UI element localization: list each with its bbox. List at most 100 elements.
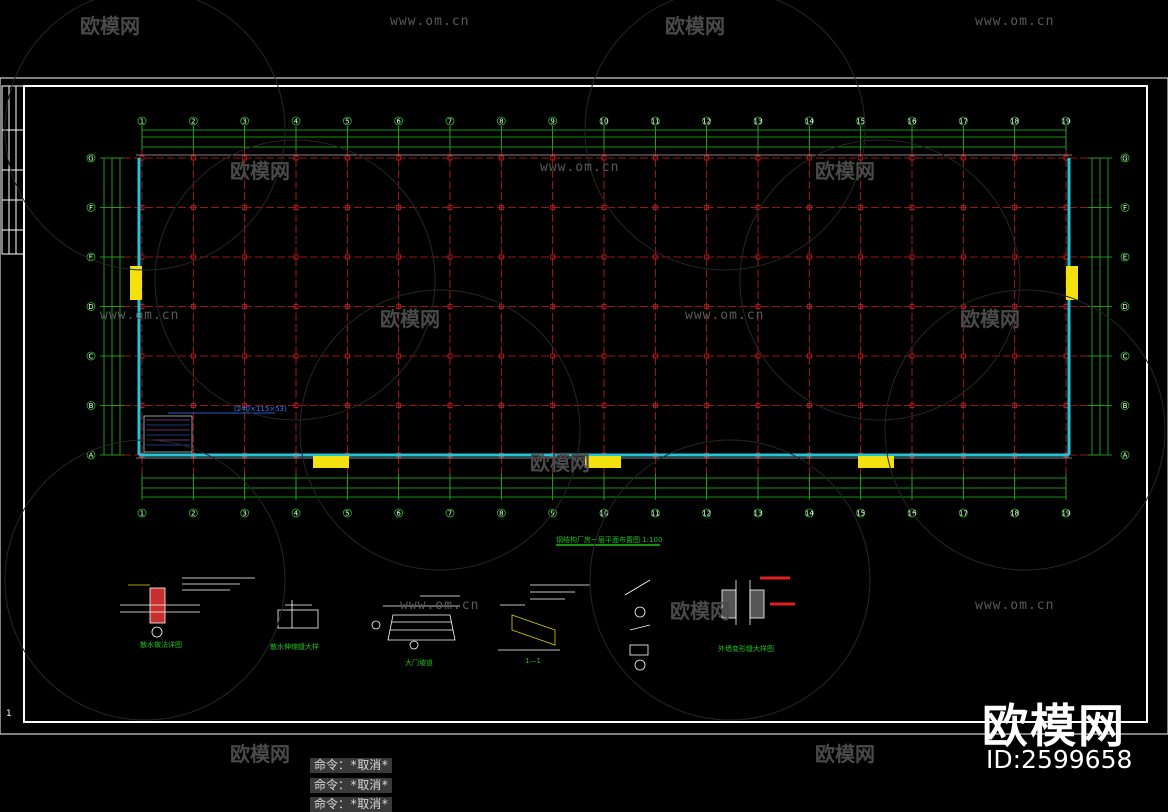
steel-column	[652, 155, 658, 161]
steel-column	[447, 205, 453, 210]
grid-number-top: 18	[1010, 118, 1019, 126]
grid-letter-left: F	[89, 204, 93, 212]
grid-bubble-top	[342, 116, 352, 126]
grid-bubble-bottom	[958, 508, 968, 518]
grid-bubble-left	[86, 302, 96, 311]
grid-bubble-bottom	[291, 508, 301, 518]
grid-number-bottom: 14	[805, 510, 814, 518]
steel-column	[498, 205, 504, 210]
steel-column	[550, 304, 556, 309]
steel-column	[704, 353, 710, 359]
detail-2-graphic	[277, 600, 319, 629]
grid-bubble-bottom	[1061, 508, 1071, 518]
steel-column	[806, 254, 812, 260]
grid-bubble-top	[137, 116, 147, 126]
grid-bubble-right	[1120, 302, 1130, 311]
detail-6-graphic	[721, 576, 795, 625]
sheet-inner-frame	[23, 85, 1148, 723]
material-callout: (240×115×53)	[234, 405, 287, 413]
grid-bubble-bottom	[548, 508, 558, 518]
steel-column	[755, 403, 761, 408]
watermark-site: www.om.cn	[540, 160, 620, 175]
grid-number-bottom: 6	[396, 510, 401, 518]
grid-bubble-bottom	[753, 508, 763, 518]
steel-column	[960, 254, 966, 260]
steel-column	[550, 254, 556, 260]
command-history-line: 命令：*取消*	[310, 778, 393, 793]
steel-column	[858, 403, 864, 408]
grid-bubble-right	[1120, 450, 1130, 460]
steel-column	[498, 353, 504, 359]
grid-number-bottom: 19	[1062, 510, 1071, 518]
stair-room-outline	[143, 415, 193, 453]
steel-column	[1012, 403, 1018, 408]
door-side	[130, 266, 142, 300]
steel-column	[396, 155, 402, 161]
steel-column	[344, 403, 350, 408]
grid-letter-right: A	[1123, 452, 1128, 460]
grid-number-top: 1	[140, 118, 144, 126]
steel-column	[396, 304, 402, 309]
steel-column	[447, 403, 453, 408]
steel-column	[858, 254, 864, 260]
watermark-logo: 欧模网	[960, 307, 1020, 331]
grid-letter-left: E	[89, 254, 93, 262]
grid-number-top: 7	[448, 118, 452, 126]
grid-number-top: 12	[702, 118, 711, 126]
watermark-site: www.om.cn	[975, 598, 1055, 613]
grid-bubble-top	[804, 116, 814, 126]
watermark-site: www.om.cn	[400, 598, 480, 613]
grid-letter-right: B	[1123, 402, 1128, 410]
watermark-logo: 欧模网	[670, 599, 730, 623]
grid-bubble-bottom	[1010, 508, 1020, 518]
steel-column	[190, 304, 196, 309]
door-front	[858, 456, 894, 468]
grid-letter-right: C	[1123, 353, 1128, 361]
grid-bubble-right	[1120, 252, 1130, 262]
steel-column	[909, 304, 915, 309]
steel-column	[242, 353, 248, 359]
grid-bubble-right	[1120, 153, 1130, 163]
plan-title: 钢结构厂房一层平面布置图 1:100	[556, 535, 662, 544]
grid-number-top: 13	[754, 118, 763, 126]
steel-column	[806, 403, 812, 408]
grid-bubble-bottom	[137, 508, 147, 518]
watermark-logo: 欧模网	[815, 159, 875, 183]
steel-column	[396, 353, 402, 359]
steel-column	[293, 205, 299, 210]
detail-label-3: 大门坡道	[405, 658, 433, 667]
steel-column	[242, 254, 248, 260]
watermark-site: www.om.cn	[685, 308, 765, 323]
grid-letter-left: G	[88, 155, 93, 163]
grid-letter-left: B	[89, 402, 94, 410]
steel-column	[755, 155, 761, 161]
steel-column	[652, 403, 658, 408]
steel-column	[858, 353, 864, 359]
steel-column	[293, 353, 299, 359]
steel-column	[344, 304, 350, 309]
steel-column	[755, 254, 761, 260]
steel-column	[190, 205, 196, 210]
steel-column	[293, 403, 299, 408]
steel-column	[755, 353, 761, 359]
grid-letter-right: F	[1123, 204, 1127, 212]
watermark-logo: 欧模网	[380, 307, 440, 331]
grid-number-top: 5	[345, 118, 349, 126]
steel-column	[652, 304, 658, 309]
steel-column	[396, 205, 402, 210]
steel-column	[447, 254, 453, 260]
detail-3-graphic	[371, 595, 460, 650]
grid-letter-right: D	[1122, 303, 1127, 311]
steel-column	[652, 205, 658, 210]
grid-number-top: 15	[856, 118, 865, 126]
steel-column	[858, 304, 864, 309]
grid-bubble-bottom	[240, 508, 250, 518]
steel-column	[447, 155, 453, 161]
steel-column	[909, 205, 915, 210]
grid-bubble-top	[958, 116, 968, 126]
grid-number-bottom: 11	[651, 510, 660, 518]
grid-number-top: 19	[1062, 118, 1071, 126]
grid-number-bottom: 1	[140, 510, 144, 518]
grid-bubble-left	[86, 203, 96, 212]
